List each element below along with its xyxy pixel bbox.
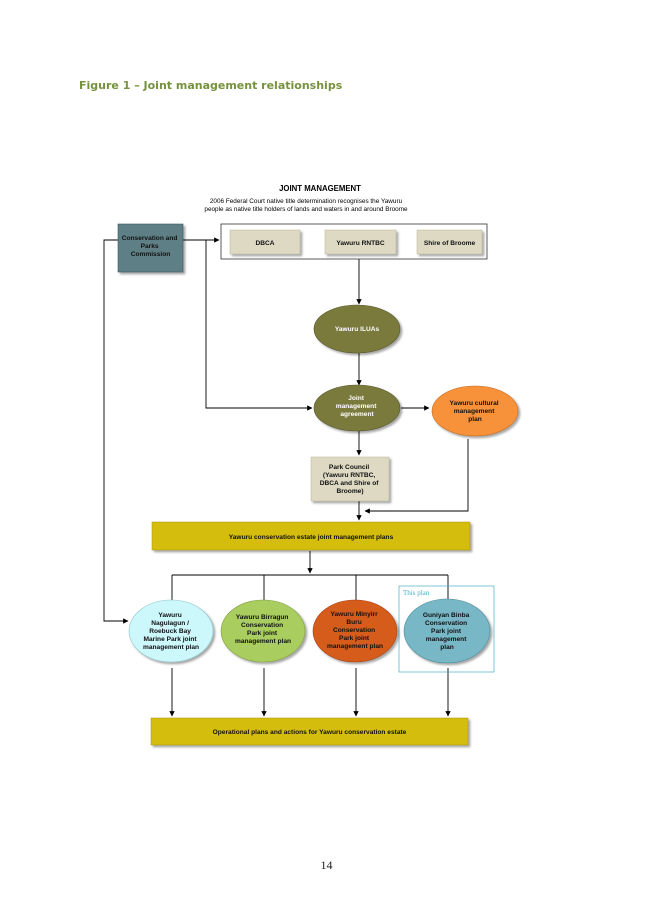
cultural-line-2: management: [454, 408, 495, 415]
council-line-4: Broome): [336, 488, 363, 495]
svg-text:Joint management a: Joint management agreement: [336, 395, 379, 418]
figure-title: Figure 1 – Joint management relationship…: [79, 79, 343, 92]
jma-line-3: agreement: [340, 411, 374, 418]
birragun-line-4: management plan: [235, 638, 291, 645]
nagulagun-line-4: Marine Park joint: [144, 636, 198, 643]
node-shire-of-broome: Shire of Broome: [416, 229, 483, 255]
svg-text:Yawuru cultural manageme: Yawuru cultural management plan: [450, 400, 501, 423]
cultural-line-3: plan: [468, 416, 482, 423]
cpc-line-2: Parks: [141, 243, 159, 250]
guniyan-line-2: Conservation: [425, 620, 467, 627]
guniyan-line-4: management: [426, 636, 467, 643]
iluas-label: Yawuru ILUAs: [335, 326, 380, 333]
guniyan-line-5: plan: [440, 644, 454, 651]
node-yawuru-iluas: Yawuru ILUAs: [313, 304, 401, 354]
node-park-council: Park Council (Yawuru RNTBC, DBCA and Shi…: [310, 456, 390, 502]
dbca-label: DBCA: [255, 240, 274, 247]
minyirr-line-5: management plan: [327, 643, 383, 650]
nagulagun-line-1: Yawuru: [158, 612, 181, 619]
node-nagulagun-plan: Yawuru Nagulagun / Roebuck Bay Marine Pa…: [128, 599, 214, 663]
svg-text:Yawuru Minyirr Buru: Yawuru Minyirr Buru Conservation Park jo…: [327, 611, 383, 650]
node-yawuru-rntbc: Yawuru RNTBC: [324, 229, 397, 255]
council-line-1: Park Council: [329, 464, 369, 471]
shire-label: Shire of Broome: [424, 240, 476, 247]
minyirr-line-1: Yawuru Minyirr: [330, 611, 378, 618]
node-dbca: DBCA: [229, 229, 301, 255]
node-estate-joint-management-plans: Yawuru conservation estate joint managem…: [151, 521, 471, 551]
nagulagun-line-5: management plan: [143, 644, 199, 651]
birragun-line-3: Park joint: [247, 630, 278, 637]
edge-partners-to-jma: [205, 240, 313, 411]
guniyan-line-3: Park joint: [431, 628, 462, 635]
svg-text:Guniyan Binba Conservati: Guniyan Binba Conservation Park joint ma…: [423, 612, 471, 651]
header-subtitle-line2: people as native title holders of lands …: [204, 206, 408, 213]
svg-text:Park Council (Yawuru RNT: Park Council (Yawuru RNTBC, DBCA and Shi…: [320, 464, 381, 495]
svg-text:Conservation and Parks: Conservation and Parks Commission: [122, 235, 180, 258]
minyirr-line-3: Conservation: [333, 627, 375, 634]
connectors: [103, 237, 469, 717]
cpc-line-1: Conservation and: [122, 235, 178, 242]
svg-text:Yawuru Nagulagun /: Yawuru Nagulagun / Roebuck Bay Marine Pa…: [143, 612, 199, 651]
page-number: 14: [320, 858, 333, 872]
jma-line-2: management: [336, 403, 377, 410]
council-line-3: DBCA and Shire of: [320, 480, 380, 487]
birragun-line-1: Yawuru Birragun: [236, 614, 289, 621]
minyirr-line-4: Park joint: [339, 635, 370, 642]
this-plan-box: [398, 585, 495, 673]
node-conservation-parks-commission: Conservation and Parks Commission: [117, 223, 184, 273]
operational-label: Operational plans and actions for Yawuru…: [213, 729, 407, 736]
svg-text:Yawuru Birragun Conserva: Yawuru Birragun Conservation Park joint …: [235, 614, 291, 645]
minyirr-line-2: Buru: [346, 619, 361, 626]
node-birragun-plan: Yawuru Birragun Conservation Park joint …: [220, 599, 306, 663]
council-line-2: (Yawuru RNTBC,: [323, 472, 376, 479]
estate-plans-label: Yawuru conservation estate joint managem…: [229, 534, 394, 541]
header-title: JOINT MANAGEMENT: [279, 184, 361, 193]
edge-cultural-to-estate-plans: [364, 439, 469, 514]
birragun-line-2: Conservation: [241, 622, 283, 629]
node-joint-management-agreement: Joint management agreement: [313, 384, 401, 432]
node-operational-plans: Operational plans and actions for Yawuru…: [150, 717, 469, 746]
node-guniyan-binba-plan: Guniyan Binba Conservation Park joint ma…: [403, 598, 491, 664]
edge-cpc-to-nagulagun: [103, 239, 129, 624]
nagulagun-line-2: Nagulagun /: [151, 620, 189, 627]
cpc-line-3: Commission: [131, 251, 171, 258]
rntbc-label: Yawuru RNTBC: [336, 240, 385, 247]
cultural-line-1: Yawuru cultural: [450, 400, 499, 407]
node-yawuru-cultural-plan: Yawuru cultural management plan: [431, 385, 519, 437]
this-plan-label: This plan: [403, 589, 430, 597]
jma-line-1: Joint: [348, 395, 365, 402]
node-minyirr-plan: Yawuru Minyirr Buru Conservation Park jo…: [312, 599, 398, 663]
guniyan-line-1: Guniyan Binba: [423, 612, 470, 619]
header-subtitle-line1: 2006 Federal Court native title determin…: [210, 198, 403, 205]
nagulagun-line-3: Roebuck Bay: [149, 628, 191, 635]
